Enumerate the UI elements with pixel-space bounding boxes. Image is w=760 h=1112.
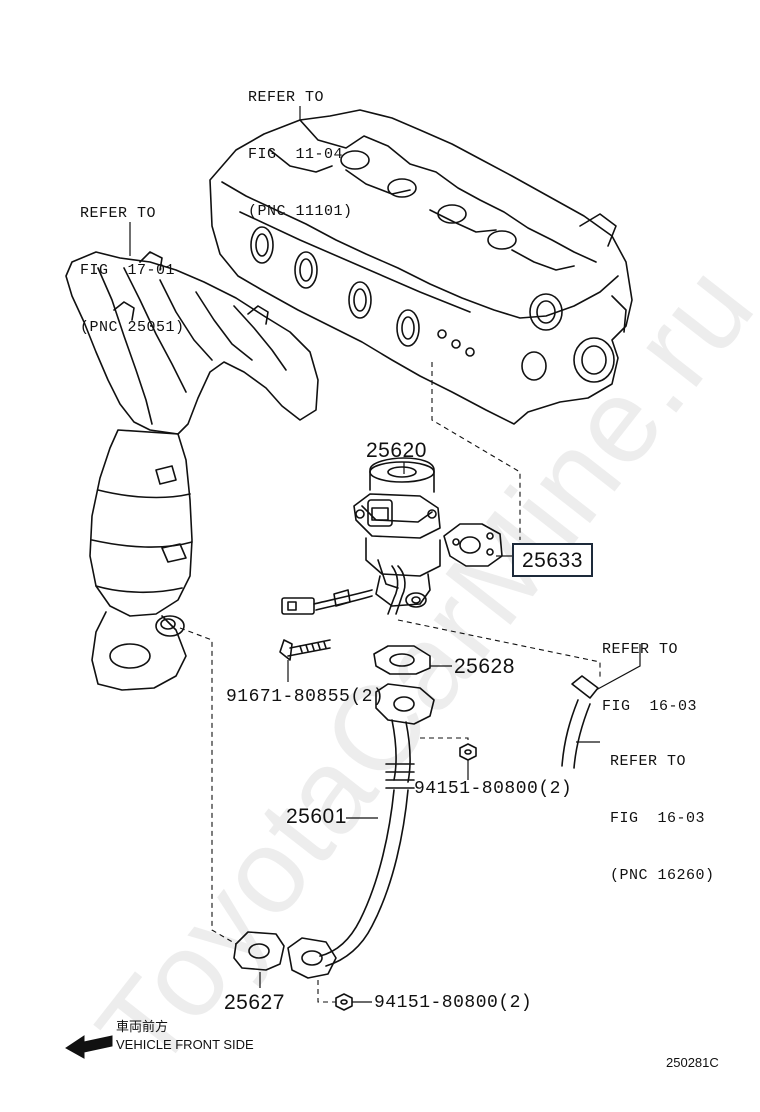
vehicle-front-arrow-icon bbox=[65, 1035, 113, 1059]
ref-line: REFER TO bbox=[610, 753, 687, 770]
gasket-25633-drawing bbox=[443, 523, 503, 567]
part-label-25620[interactable]: 25620 bbox=[366, 439, 427, 462]
ref-line: REFER TO bbox=[248, 89, 325, 106]
diagram-code: 250281C bbox=[666, 1055, 719, 1070]
ref-fig-11-04: REFER TO FIG 11-04 (PNC 11101) bbox=[248, 50, 353, 259]
ref-fig-16-03-a: REFER TO FIG 16-03 bbox=[602, 602, 697, 754]
vehicle-front-en: VEHICLE FRONT SIDE bbox=[116, 1037, 254, 1052]
ref-fig-17-01: REFER TO FIG 17-01 (PNC 25051) bbox=[80, 166, 185, 375]
ref-line: (PNC 11101) bbox=[248, 203, 353, 220]
ref-line: FIG 17-01 bbox=[80, 262, 176, 279]
bolt-91671-drawing bbox=[279, 639, 331, 661]
part-label-91671-80855[interactable]: 91671-80855(2) bbox=[226, 687, 385, 707]
ref-line: FIG 11-04 bbox=[248, 146, 344, 163]
part-label-25628[interactable]: 25628 bbox=[454, 655, 515, 678]
egr-valve-drawing bbox=[281, 457, 441, 615]
ref-line: REFER TO bbox=[80, 205, 157, 222]
vacuum-hose-drawing bbox=[561, 675, 599, 769]
gasket-25628-drawing bbox=[373, 645, 431, 675]
ref-line: FIG 16-03 bbox=[610, 810, 706, 827]
egr-pipe-25601-drawing bbox=[287, 683, 435, 979]
cylinder-head-drawing bbox=[209, 109, 633, 425]
nut-94151-drawings bbox=[335, 743, 477, 1011]
gasket-25627-drawing bbox=[233, 931, 285, 971]
part-label-94151-80800-upper[interactable]: 94151-80800(2) bbox=[414, 779, 573, 799]
ref-line: (PNC 16260) bbox=[610, 867, 715, 884]
ref-line: (PNC 25051) bbox=[80, 319, 185, 336]
part-label-94151-80800-lower[interactable]: 94151-80800(2) bbox=[374, 993, 533, 1013]
part-label-25627[interactable]: 25627 bbox=[224, 991, 285, 1014]
ref-fig-16-03-b: REFER TO FIG 16-03 (PNC 16260) bbox=[610, 714, 715, 923]
ref-line: REFER TO bbox=[602, 641, 679, 658]
part-label-25601[interactable]: 25601 bbox=[286, 805, 347, 828]
part-label-25633-highlighted[interactable]: 25633 bbox=[512, 543, 593, 577]
ref-line: FIG 16-03 bbox=[602, 698, 698, 715]
vehicle-front-jp: 車両前方 bbox=[116, 1019, 169, 1034]
exhaust-manifold-drawing bbox=[65, 251, 319, 691]
